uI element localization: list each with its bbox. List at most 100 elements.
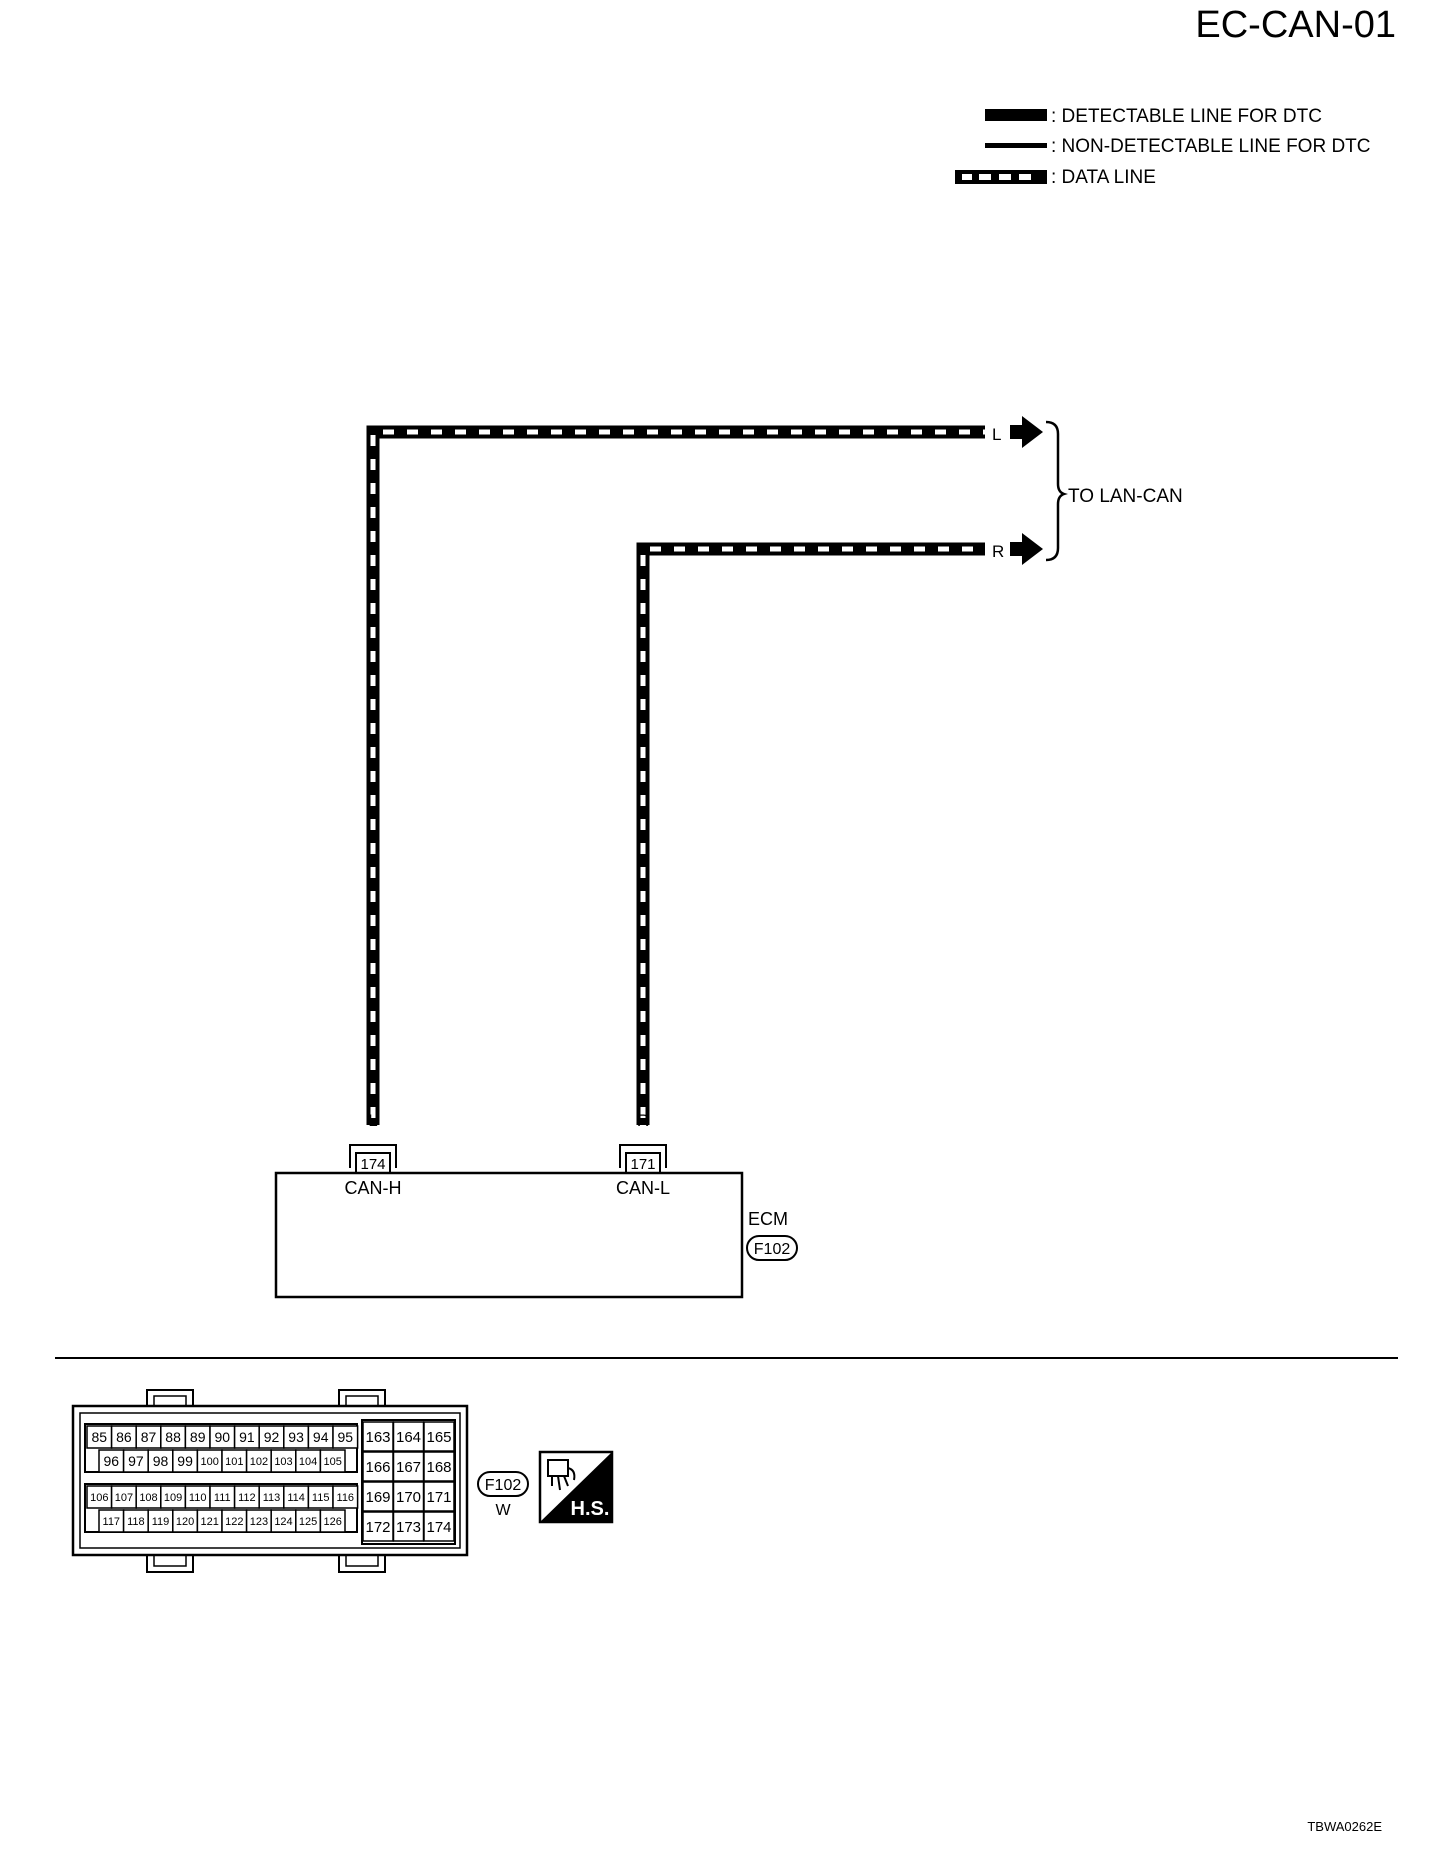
terminal-cavity: 87 <box>135 1425 162 1449</box>
terminal-cavity: 112 <box>233 1485 260 1509</box>
cavity-number: 90 <box>215 1429 231 1445</box>
cavity-number: 106 <box>90 1492 108 1504</box>
cavity-number: 92 <box>264 1429 280 1445</box>
terminal-cavity: 116 <box>332 1485 359 1509</box>
terminal-number: 171 <box>630 1156 655 1173</box>
hs-label: H.S. <box>571 1498 610 1520</box>
cavity-number: 100 <box>201 1456 219 1468</box>
terminal-cavity: 126 <box>319 1509 346 1533</box>
cavity-number: 117 <box>103 1516 121 1528</box>
page-title: EC-CAN-01 <box>1195 4 1396 46</box>
cavity-number: 98 <box>153 1453 169 1469</box>
terminal-cavity: 165 <box>423 1421 455 1452</box>
cavity-number: 112 <box>238 1492 256 1504</box>
terminal-cavity: 106 <box>86 1485 113 1509</box>
terminal-cavity: 117 <box>98 1509 125 1533</box>
terminal-cavity: 123 <box>245 1509 272 1533</box>
cavity-number: 174 <box>426 1519 451 1536</box>
legend-label: : NON-DETECTABLE LINE FOR DTC <box>1051 136 1371 157</box>
terminal-cavity: 86 <box>110 1425 137 1449</box>
terminal-cavity: 173 <box>392 1511 425 1542</box>
terminal-cavity: 109 <box>160 1485 187 1509</box>
terminal-cavity: 118 <box>122 1509 149 1533</box>
cavity-number: 103 <box>274 1456 292 1468</box>
connector-harness-side-icon: H.S. <box>538 1450 614 1524</box>
terminal-cavity: 96 <box>98 1449 125 1473</box>
terminal-cavity: 100 <box>196 1449 223 1473</box>
terminal-cavity: 120 <box>172 1509 199 1533</box>
cavity-number: 109 <box>164 1492 182 1504</box>
cavity-number: 115 <box>312 1492 330 1504</box>
signal-can-h: CAN-H <box>345 1178 402 1198</box>
cavity-number: 116 <box>337 1492 355 1504</box>
cavity-number: 113 <box>263 1492 281 1504</box>
terminal-cavity: 103 <box>270 1449 297 1473</box>
brace-icon <box>1045 420 1068 562</box>
destination-label: TO LAN-CAN <box>1068 486 1183 507</box>
legend-item-data: : DATA LINE <box>955 167 1156 188</box>
cavity-number: 163 <box>365 1429 390 1446</box>
terminal-cavity: 167 <box>392 1451 425 1482</box>
arrow-right-icon <box>1010 416 1043 448</box>
terminal-cavity: 90 <box>209 1425 236 1449</box>
cavity-number: 102 <box>250 1456 268 1468</box>
legend-label: : DETECTABLE LINE FOR DTC <box>1051 106 1322 127</box>
cavity-number: 95 <box>338 1429 354 1445</box>
cavity-number: 86 <box>116 1429 132 1445</box>
cavity-number: 99 <box>177 1453 193 1469</box>
terminal-cavity: 122 <box>221 1509 248 1533</box>
terminal-cavity: 88 <box>160 1425 187 1449</box>
terminal-cavity: 104 <box>295 1449 322 1473</box>
cavity-number: 122 <box>225 1516 243 1528</box>
wire-color-r-right: R <box>992 542 1004 561</box>
cavity-number: 165 <box>426 1429 451 1446</box>
terminal-cavity: 91 <box>233 1425 260 1449</box>
cavity-number: 85 <box>92 1429 108 1445</box>
legend-item-non-detectable: : NON-DETECTABLE LINE FOR DTC <box>985 136 1371 157</box>
cavity-number: 96 <box>104 1453 120 1469</box>
ecm-box <box>274 1171 744 1299</box>
legend-item-detectable: : DETECTABLE LINE FOR DTC <box>985 106 1322 127</box>
terminal-cavity: 168 <box>423 1451 455 1482</box>
terminal-cavity: 98 <box>147 1449 174 1473</box>
cavity-number: 169 <box>365 1489 390 1506</box>
cavity-number: 114 <box>287 1492 305 1504</box>
terminal-cavity: 121 <box>196 1509 223 1533</box>
terminal-cavity: 89 <box>184 1425 211 1449</box>
cavity-number: 91 <box>239 1429 255 1445</box>
terminal-cavity: 164 <box>392 1421 425 1452</box>
terminal-cavity: 102 <box>245 1449 272 1473</box>
connector-color: W <box>495 1502 511 1519</box>
terminal-cavity: 97 <box>122 1449 149 1473</box>
terminal-cavity: 119 <box>147 1509 174 1533</box>
terminal-cavity: 172 <box>362 1511 394 1542</box>
cavity-number: 93 <box>288 1429 304 1445</box>
wire-color-l-right: L <box>992 425 1001 444</box>
terminal-cavity: 124 <box>270 1509 297 1533</box>
ecm-connector-id: F102 <box>754 1241 791 1258</box>
terminal-number: 174 <box>360 1156 385 1173</box>
terminal-cavity: 85 <box>86 1425 113 1449</box>
cavity-number: 167 <box>396 1459 421 1476</box>
terminal-cavity: 99 <box>172 1449 199 1473</box>
terminal-cavity: 110 <box>184 1485 211 1509</box>
cavity-number: 119 <box>152 1516 170 1528</box>
cavity-number: 88 <box>165 1429 181 1445</box>
cavity-number: 105 <box>324 1456 342 1468</box>
connector-view-id: F102 <box>485 1477 522 1494</box>
connector-badge <box>477 1471 529 1497</box>
cavity-number: 168 <box>426 1459 451 1476</box>
cavity-number: 87 <box>141 1429 157 1445</box>
terminal-cavity: 170 <box>392 1481 425 1512</box>
cavity-number: 170 <box>396 1489 421 1506</box>
terminal-cavity: 163 <box>362 1421 394 1452</box>
terminal-cavity: 107 <box>110 1485 137 1509</box>
cavity-number: 123 <box>250 1516 268 1528</box>
terminal-cavity: 125 <box>295 1509 322 1533</box>
terminal-cavity: 171 <box>423 1481 455 1512</box>
terminal-cavity: 105 <box>319 1449 346 1473</box>
wire-color-r: R <box>637 1111 649 1130</box>
cavity-number: 121 <box>201 1516 219 1528</box>
legend-label: : DATA LINE <box>1051 167 1156 188</box>
